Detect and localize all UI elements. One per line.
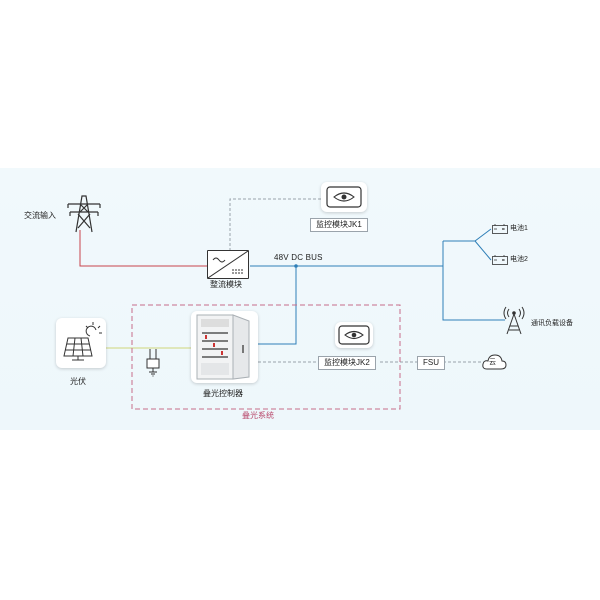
monitor-jk2-card[interactable] [335,322,373,348]
cloud-label: 云 [489,359,496,366]
comm-load-label: 通讯负载设备 [531,320,573,327]
antenna-icon [503,306,525,335]
dc-battery-branch [443,228,492,261]
jk1-comm-line [229,198,322,256]
diagram-canvas: 交流输入 整流模块 监控模块JK1 48V DC BUS 电池1 电池2 [0,168,600,430]
monitor-jk1-card[interactable] [321,182,367,212]
rectifier-module[interactable] [207,250,249,279]
battery-icon [492,224,508,234]
battery-icon [492,255,508,265]
breaker-icon [146,349,160,377]
rectifier-label: 整流模块 [210,280,242,289]
controller-card[interactable] [191,311,258,383]
pv-card[interactable] [56,318,106,368]
system-boundary [131,304,401,410]
diagram-lines [79,198,505,410]
rectifier-icon [208,251,248,278]
fsu-box[interactable]: FSU [417,356,445,370]
ac-input-label: 交流输入 [24,211,56,220]
dc-load-line [442,241,505,321]
battery1-label: 电池1 [510,225,528,232]
cloud-icon [482,354,507,370]
controller-label: 叠光控制器 [203,389,243,398]
pv-label: 光伏 [70,377,86,386]
monitor-jk2-label: 监控模块JK2 [318,356,376,370]
cabinet-icon [196,314,250,380]
bus-junction [294,264,298,268]
power-tower-icon [67,195,101,233]
ac-line [79,230,208,267]
solar-panel-icon [63,322,102,361]
battery2-label: 电池2 [510,256,528,263]
controller-bus-line [258,266,297,345]
system-label: 叠光系统 [242,411,274,420]
monitor-eye-icon [338,325,370,345]
monitor-eye-icon [326,186,362,208]
dc-bus-label: 48V DC BUS [274,253,323,262]
monitor-jk1-label: 监控模块JK1 [310,218,368,232]
